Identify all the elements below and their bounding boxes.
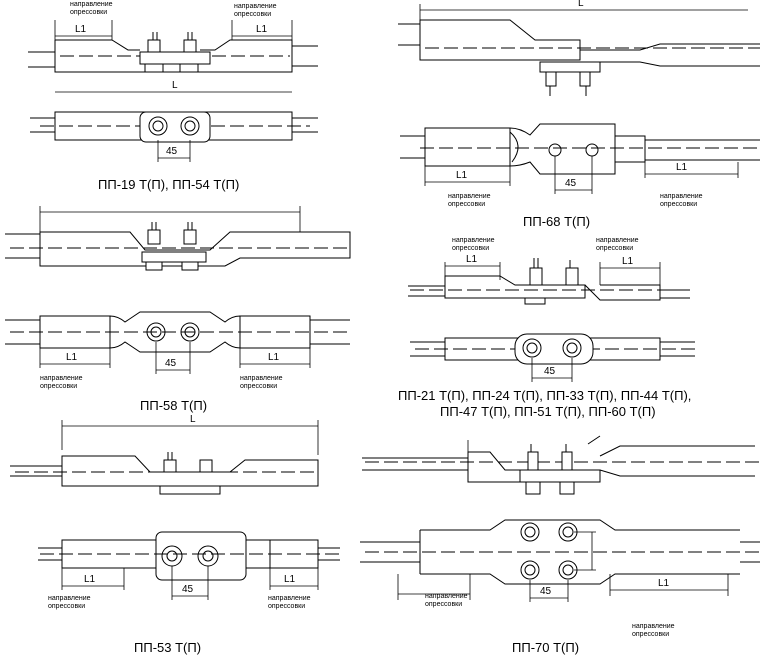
pp58-l1-right-label: L1 [268, 352, 280, 363]
pp70-direction-right-1: направление [632, 623, 675, 630]
pp70-plan-view: L1 45 направление опрессовки направление… [360, 519, 760, 638]
pp58-title: ПП-58 Т(П) [140, 398, 207, 413]
pp19-l1-right-label: L1 [256, 24, 268, 35]
pp68-45-label: 45 [565, 178, 577, 189]
pp58-45-label: 45 [165, 358, 177, 369]
pp53-side-view: L [10, 414, 319, 495]
pp19-45-label: 45 [166, 146, 178, 157]
pp19-side-view: L1 L1 направление опрессовки направление… [28, 1, 318, 93]
pp70-side-view [362, 435, 760, 495]
pp58-direction-left-1: направление [40, 375, 83, 382]
pp19-direction-right-2: опрессовки [234, 11, 271, 18]
pp68-direction-right-1: направление [660, 193, 703, 200]
pp70-direction-left-1: направление [425, 593, 468, 600]
pp58-plan-view: L1 L1 45 направление опрессовки направле… [5, 311, 350, 390]
pp19-direction-left-1: направление [70, 1, 113, 8]
pp58-direction-right-2: опрессовки [240, 383, 277, 390]
pp53-plan-view: L1 L1 45 направление опрессовки направле… [38, 531, 340, 610]
pp19-title: ПП-19 Т(П), ПП-54 Т(П) [98, 177, 239, 192]
panel-pp68: L L1 L1 [398, 0, 760, 229]
panel-pp21-group: L1 L1 направление опрессовки направление… [398, 237, 695, 419]
pp53-l1-right-label: L1 [284, 574, 296, 585]
panel-pp58: L1 L1 45 направление опрессовки направле… [5, 206, 351, 413]
pp53-direction-left-2: опрессовки [48, 603, 85, 610]
pp68-l-label: L [578, 0, 584, 9]
pp70-l1-label: L1 [658, 578, 670, 589]
pp21-plan-view: 45 [410, 333, 695, 382]
pp21-direction-right-2: опрессовки [596, 245, 633, 252]
pp53-direction-right-1: направление [268, 595, 311, 602]
pp21-direction-left-2: опрессовки [452, 245, 489, 252]
pp70-direction-right-2: опрессовки [632, 631, 669, 638]
pp68-direction-left-1: направление [448, 193, 491, 200]
pp19-l1-left-label: L1 [75, 24, 87, 35]
pp53-title: ПП-53 Т(П) [134, 640, 201, 655]
pp70-45-label: 45 [540, 586, 552, 597]
pp58-direction-right-1: направление [240, 375, 283, 382]
pp19-l-label: L [172, 80, 178, 91]
pp70-title: ПП-70 Т(П) [512, 640, 579, 655]
pp21-title-line2: ПП-47 Т(П), ПП-51 Т(П), ПП-60 Т(П) [440, 404, 656, 419]
panel-pp70: L1 45 направление опрессовки направление… [360, 435, 760, 655]
pp19-direction-left-2: опрессовки [70, 9, 107, 16]
panel-pp19-pp54: L1 L1 направление опрессовки направление… [28, 1, 318, 192]
pp53-l-label: L [190, 414, 196, 425]
pp70-direction-left-2: опрессовки [425, 601, 462, 608]
pp68-l1-right-label: L1 [676, 162, 688, 173]
pp58-direction-left-2: опрессовки [40, 383, 77, 390]
pp19-plan-view: 45 [30, 111, 318, 162]
pp21-45-label: 45 [544, 366, 556, 377]
panel-pp53: L L1 L1 [10, 414, 340, 655]
pp21-l1-left-label: L1 [466, 254, 478, 265]
pp21-title-line1: ПП-21 Т(П), ПП-24 Т(П), ПП-33 Т(П), ПП-4… [398, 388, 691, 403]
pp68-direction-left-2: опрессовки [448, 201, 485, 208]
pp68-direction-right-2: опрессовки [660, 201, 697, 208]
pp53-direction-right-2: опрессовки [268, 603, 305, 610]
pp68-plan-view: L1 L1 45 направление опрессовки направле… [400, 123, 760, 208]
pp53-45-label: 45 [182, 584, 194, 595]
pp53-l1-left-label: L1 [84, 574, 96, 585]
pp21-direction-right-1: направление [596, 237, 639, 244]
pp21-direction-left-1: направление [452, 237, 495, 244]
pp21-l1-right-label: L1 [622, 256, 634, 267]
pp19-direction-right-1: направление [234, 3, 277, 10]
pp68-l1-left-label: L1 [456, 170, 468, 181]
pp58-side-view [5, 206, 351, 271]
pp53-direction-left-1: направление [48, 595, 91, 602]
pp58-l1-left-label: L1 [66, 352, 78, 363]
pp68-side-view: L [398, 0, 760, 96]
pp68-title: ПП-68 Т(П) [523, 214, 590, 229]
pp21-side-view: L1 L1 направление опрессовки направление… [408, 237, 690, 305]
